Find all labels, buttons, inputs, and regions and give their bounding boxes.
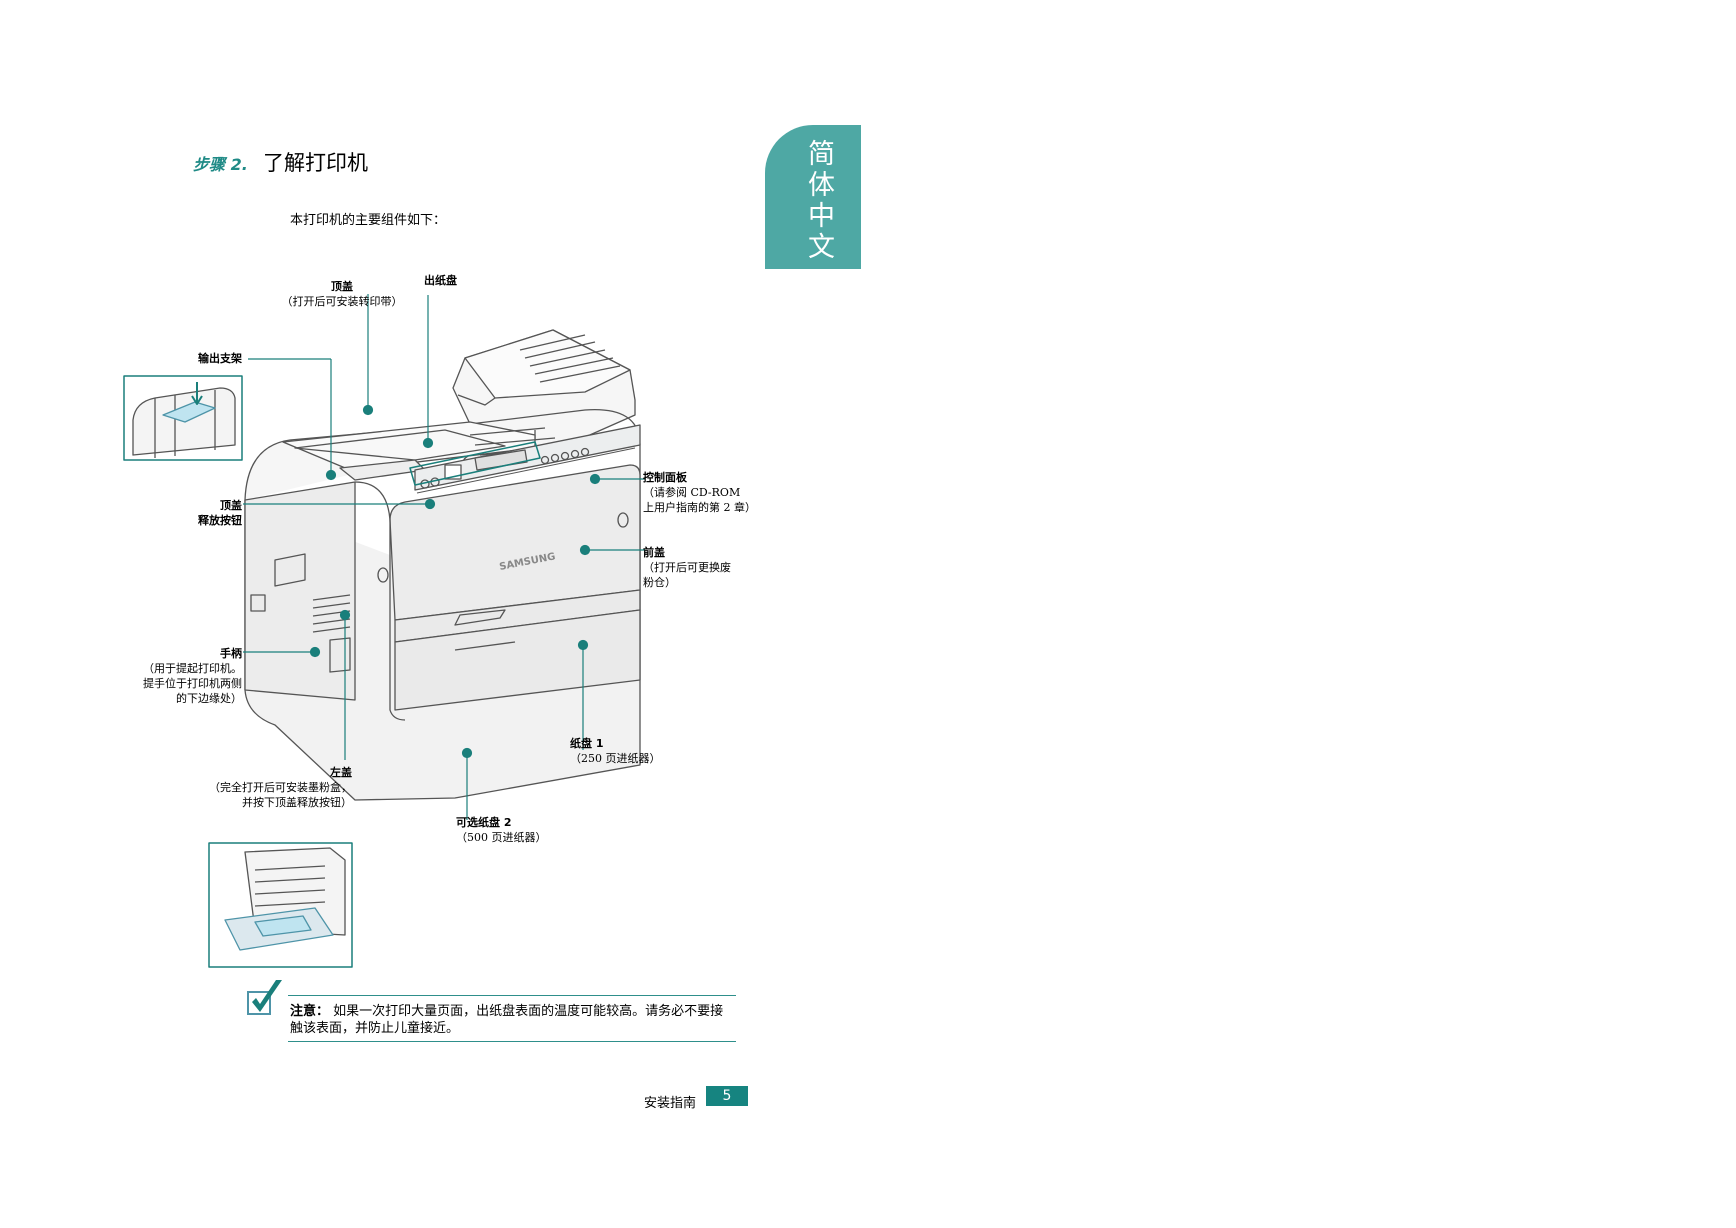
note-title: 注意：: [290, 1004, 330, 1019]
label-left-cover: 左盖 （完全打开后可安装墨粉盒， 并按下顶盖释放按钮）: [209, 766, 352, 809]
label-front-cover: 前盖 （打开后可更换废 粉仓）: [643, 546, 731, 589]
callout-output-tray: [422, 437, 434, 449]
page-number: 5: [706, 1086, 748, 1106]
label-tray2: 可选纸盘 2 （500 页进纸器）: [456, 816, 547, 844]
label-output-tray: 出纸盘: [424, 274, 457, 287]
language-tab-label: 简体中文: [803, 139, 834, 263]
note-divider-bottom: [288, 1041, 736, 1042]
callout-top-cover: [362, 404, 374, 416]
callout-output-support: [325, 469, 337, 481]
label-tray1: 纸盘 1 （250 页进纸器）: [570, 737, 661, 765]
callout-tray2: [461, 747, 473, 759]
printer-illustration: [244, 329, 641, 801]
language-tab: 简体中文: [765, 125, 861, 269]
step-number: 步骤 2.: [193, 155, 248, 174]
note-body: 如果一次打印大量页面，出纸盘表面的温度可能较高。请务必不要接触该表面，并防止儿童…: [290, 1004, 724, 1036]
inset-front-open: [208, 842, 353, 968]
label-control-panel: 控制面板 （请参阅 CD-ROM 上用户指南的第 2 章）: [643, 471, 756, 514]
callout-tray1: [577, 639, 589, 651]
printer-diagram: SAMSUNG: [123, 294, 645, 968]
callout-handle: [309, 646, 321, 658]
note: 注意： 如果一次打印大量页面，出纸盘表面的温度可能较高。请务必不要接触该表面，并…: [290, 1003, 730, 1037]
callout-left-cover: [339, 609, 351, 621]
footer-label: 安装指南: [644, 1096, 697, 1111]
label-output-support: 输出支架: [198, 352, 242, 365]
inset-output-support: [123, 375, 243, 461]
label-top-cover: 顶盖 （打开后可安装转印带）: [281, 280, 403, 308]
checkmark-icon: [247, 980, 282, 1015]
label-top-cover-release: 顶盖 释放按钮: [198, 499, 242, 527]
intro-text: 本打印机的主要组件如下：: [290, 213, 447, 228]
label-handle: 手柄 （用于提起打印机。 提手位于打印机两侧 的下边缘处）: [143, 647, 242, 705]
callout-front-cover: [579, 544, 591, 556]
leader-lines: [243, 294, 645, 820]
note-divider-top: [288, 995, 736, 996]
page-title: 了解打印机: [263, 151, 368, 175]
callout-control-panel: [589, 473, 601, 485]
callout-top-cover-release: [424, 498, 436, 510]
